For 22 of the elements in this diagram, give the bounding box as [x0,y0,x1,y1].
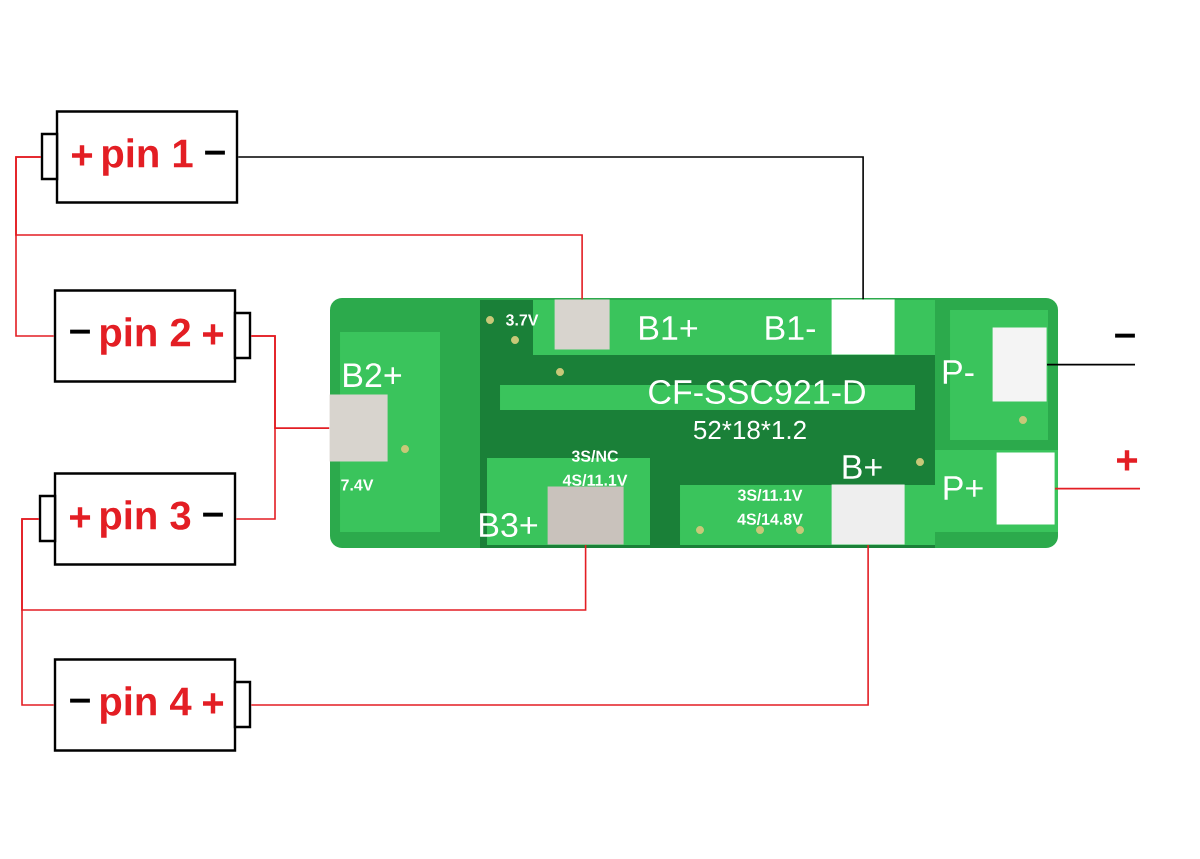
silkscreen-label: 3S/NC 4S/11.1V [562,450,628,486]
silkscreen-label: 7.4V [341,479,374,491]
wire [1046,363,1136,366]
polarity-sign: – [1115,333,1135,338]
silkscreen-label: B+ [843,455,882,479]
silkscreen-label: 3.7V [505,314,539,326]
silkscreen-label: P+ [944,476,983,500]
silkscreen-label: P- [943,360,974,384]
silkscreen-label: 3S/11.1V 4S/14.8V [737,489,803,525]
silkscreen-label: B2+ [344,363,402,387]
silkscreen-label: 52*18*1.2 [693,420,806,440]
silkscreen-label: B1- [766,316,815,340]
silkscreen-label: B3+ [480,512,538,538]
wire [237,156,864,300]
wire [250,335,330,429]
silkscreen-label: CF-SSC921-D [649,379,865,405]
wire [15,156,55,337]
wire [21,518,55,706]
polarity-sign: + [1117,450,1138,471]
wire [250,544,869,706]
silkscreen-label: B1+ [640,316,698,340]
wire [1054,487,1141,490]
